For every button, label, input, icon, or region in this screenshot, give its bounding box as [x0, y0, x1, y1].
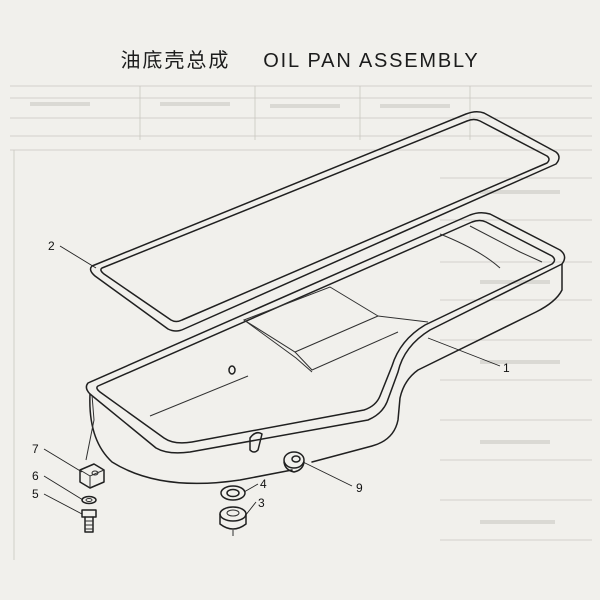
oil-pan — [85, 211, 566, 485]
callout-6: 6 — [32, 469, 39, 483]
leader-5 — [43, 493, 83, 515]
callout-numbers: 1 2 3 4 5 6 7 9 — [32, 239, 510, 510]
bleed-through-table — [10, 85, 592, 560]
title-chinese: 油底壳总成 — [120, 48, 231, 72]
bolt-washer — [81, 495, 97, 505]
oil-pan-gasket — [89, 110, 560, 332]
title-english: OIL PAN ASSEMBLY — [263, 50, 480, 72]
callout-1: 1 — [503, 361, 510, 375]
leader-6 — [43, 475, 84, 501]
callout-2: 2 — [48, 239, 55, 253]
pan-boss — [283, 451, 305, 473]
bolt — [81, 509, 97, 533]
leader-2 — [59, 245, 97, 269]
callout-3: 3 — [258, 496, 265, 510]
callout-4: 4 — [260, 477, 267, 491]
page-title: 油底壳总成 OIL PAN ASSEMBLY — [0, 44, 600, 73]
drain-plug — [219, 506, 247, 536]
leader-4 — [243, 483, 259, 493]
callout-5: 5 — [32, 487, 39, 501]
leader-7 — [43, 448, 83, 473]
clamp-plate — [79, 463, 105, 489]
leader-1 — [427, 337, 501, 367]
leader-9 — [302, 461, 353, 487]
leader-lines — [43, 245, 501, 517]
drain-plug-washer — [220, 485, 246, 501]
callout-7: 7 — [32, 442, 39, 456]
leader-3 — [244, 501, 257, 517]
callout-9: 9 — [356, 481, 363, 495]
